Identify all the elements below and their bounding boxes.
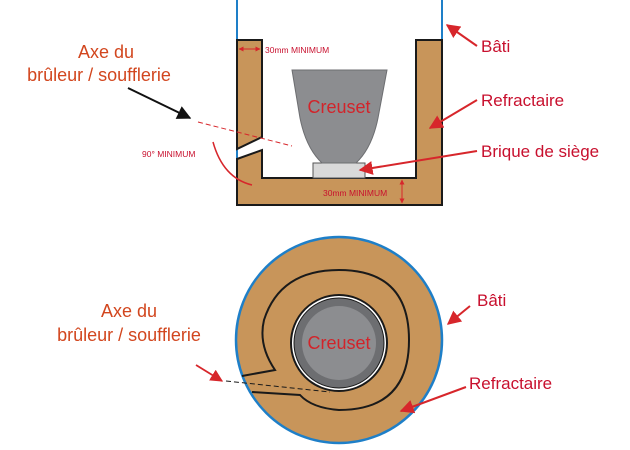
side-burner-axis (197, 121, 293, 147)
top-frame-label: Bâti (477, 291, 506, 310)
top-refractory-arrow (399, 386, 467, 414)
top-spiral-chamber (241, 268, 411, 412)
angle-label: 90° MINIMUM (142, 149, 195, 159)
side-crucible (291, 69, 388, 164)
side-refractory-label: Refractaire (481, 91, 564, 110)
seat-brick-arrow (358, 150, 478, 175)
side-burner-label-line1: Axe du (78, 42, 134, 62)
side-refractory-body (236, 39, 443, 206)
top-refractory-label: Refractaire (469, 374, 552, 393)
side-burner-label-line2: brûleur / soufflerie (27, 65, 171, 85)
seat-brick-label: Brique de siège (481, 142, 599, 161)
top-view: Creuset Axe du brûleur / soufflerie Bâti… (57, 235, 552, 445)
top-burner-axis (225, 380, 331, 393)
angle-arc (212, 141, 253, 186)
top-burner-label-line2: brûleur / soufflerie (57, 325, 201, 345)
side-burner-arrow (127, 87, 192, 119)
wall-gap-label: 30mm MINIMUM (265, 45, 329, 55)
top-crucible-label: Creuset (307, 333, 370, 353)
bottom-gap-label: 30mm MINIMUM (323, 188, 387, 198)
side-refractory-arrow (428, 99, 478, 129)
seat-brick (312, 162, 366, 179)
top-burner-arrow (195, 364, 224, 382)
side-frame-arrow (445, 24, 478, 47)
top-frame-arrow (446, 305, 471, 325)
side-view: Creuset Axe du brûleur / soufflerie 90° … (27, 0, 599, 206)
side-frame-label: Bâti (481, 37, 510, 56)
side-refractory (236, 39, 263, 151)
top-burner-label-line1: Axe du (101, 301, 157, 321)
top-crucible-inner (302, 306, 376, 380)
side-crucible-label: Creuset (307, 97, 370, 117)
